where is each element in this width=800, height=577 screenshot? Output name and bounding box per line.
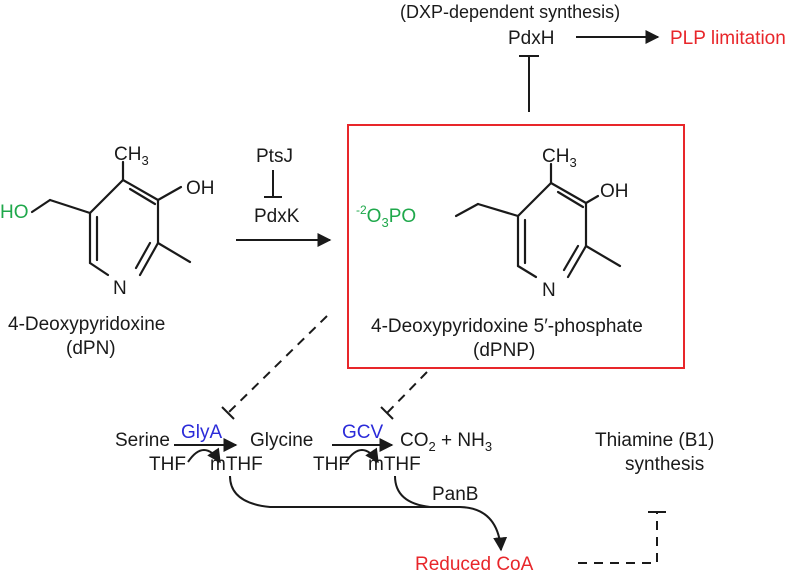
pdxh-label: PdxH — [508, 28, 554, 49]
reduced-coa-label: Reduced CoA — [415, 554, 534, 575]
serine-label: Serine — [115, 430, 170, 451]
dpnp-ch3-label: CH3 — [542, 146, 577, 170]
dpnp-n-label: N — [542, 280, 556, 301]
thiamine-label-line1: Thiamine (B1) — [595, 430, 714, 451]
dpnp-oh-label: OH — [600, 181, 629, 202]
dpn-structure — [30, 160, 192, 277]
pdxk-label: PdxK — [254, 206, 300, 227]
co2-nh3-label: CO2 + NH3 — [400, 430, 492, 454]
mthf-label-2: mTHF — [368, 454, 421, 475]
mthf-to-coa-curve-2 — [394, 475, 431, 508]
plp-limitation-label: PLP limitation — [670, 28, 786, 49]
mthf-to-coa-curve-1 — [229, 475, 508, 552]
dpn-inhibits-glya-dashed — [227, 315, 328, 414]
dxp-label: (DXP-dependent synthesis) — [400, 2, 620, 22]
dpnp-name: 4-Deoxypyridoxine 5′-phosphate — [371, 316, 643, 337]
dpnp-highlight-box — [347, 124, 685, 369]
dpn-abbr: (dPN) — [66, 338, 116, 359]
gcv-inhibit-bar — [380, 406, 394, 420]
dpn-oh-label: OH — [186, 178, 215, 199]
glycine-label: Glycine — [250, 430, 313, 451]
gcv-label: GCV — [342, 422, 384, 443]
dpnp-inhibits-gcv-dashed — [386, 371, 428, 414]
dpn-name: 4-Deoxypyridoxine — [8, 314, 165, 335]
thf-label-1: THF — [149, 454, 186, 475]
dpn-ch3-label: CH3 — [114, 144, 149, 168]
glya-inhibit-bar — [221, 406, 235, 420]
dpn-ho-label: HO — [0, 202, 29, 223]
glya-label: GlyA — [181, 422, 223, 443]
ptsj-label: PtsJ — [256, 146, 293, 167]
panb-label: PanB — [432, 484, 478, 505]
thf-label-2: THF — [313, 454, 350, 475]
dpn-n-label: N — [113, 278, 127, 299]
mthf-label-1: mTHF — [210, 454, 263, 475]
dpnp-abbr: (dPNP) — [473, 340, 535, 361]
coa-inhibits-thiamine-dashed — [578, 512, 658, 564]
thf-to-mthf-curve-1 — [187, 447, 221, 464]
thiamine-label-line2: synthesis — [625, 454, 704, 475]
dpnp-structure — [454, 162, 622, 279]
thf-to-mthf-curve-2 — [345, 447, 379, 464]
dpnp-phosphate-label: -2O3PO — [356, 203, 416, 230]
